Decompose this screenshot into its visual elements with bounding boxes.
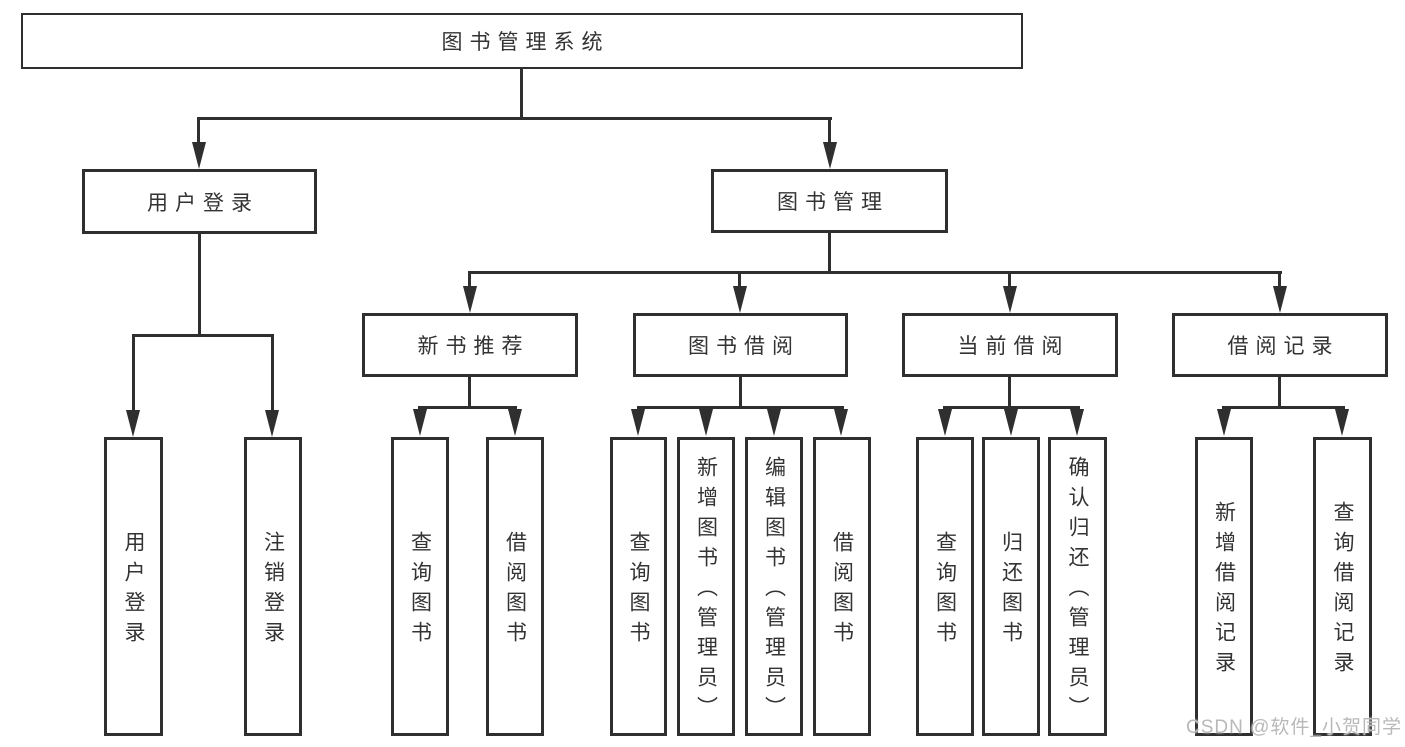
leaf-current-query-books: 查询图书 bbox=[916, 437, 974, 736]
node-label: 图书管理 bbox=[777, 191, 889, 214]
leaf-borrow-edit-book-admin: 编辑图书（管理员） bbox=[745, 437, 803, 736]
arrow-down-icon bbox=[1335, 409, 1349, 436]
leaf-records-add-record: 新增借阅记录 bbox=[1195, 437, 1253, 736]
connector-line bbox=[1008, 377, 1011, 409]
connector-line bbox=[828, 233, 831, 274]
node-book-management: 图书管理 bbox=[711, 169, 948, 233]
node-label: 当前借阅 bbox=[957, 335, 1070, 358]
arrow-down-icon bbox=[631, 409, 645, 436]
arrow-down-icon bbox=[733, 286, 747, 313]
node-user-login: 用户登录 bbox=[82, 169, 317, 234]
arrow-down-icon bbox=[413, 409, 427, 436]
node-label: 查询图书 bbox=[627, 531, 650, 651]
connector-line bbox=[271, 334, 274, 412]
leaf-newbooks-borrow-books: 借阅图书 bbox=[486, 437, 544, 736]
arrow-down-icon bbox=[508, 409, 522, 436]
arrow-down-icon bbox=[699, 409, 713, 436]
connector-line bbox=[198, 234, 201, 337]
leaf-user-login: 用户登录 bbox=[104, 437, 163, 736]
arrow-down-icon bbox=[1273, 286, 1287, 313]
node-label: 新增借阅记录 bbox=[1212, 501, 1236, 681]
node-label: 图书借阅 bbox=[688, 335, 800, 358]
leaf-logout: 注销登录 bbox=[244, 437, 302, 736]
node-label: 查询图书 bbox=[408, 531, 432, 651]
connector-line bbox=[943, 406, 1080, 409]
connector-line bbox=[468, 377, 471, 409]
csdn-watermark: CSDN @软件_小贺同学 bbox=[1186, 717, 1402, 738]
connector-line bbox=[418, 406, 517, 409]
leaf-current-confirm-return-admin: 确认归还（管理员） bbox=[1048, 437, 1107, 736]
leaf-borrow-add-book-admin: 新增图书（管理员） bbox=[677, 437, 735, 736]
arrow-down-icon bbox=[1004, 409, 1018, 436]
connector-line bbox=[132, 334, 274, 337]
arrow-down-icon bbox=[126, 410, 140, 437]
arrow-down-icon bbox=[1003, 286, 1017, 313]
connector-line bbox=[520, 69, 523, 119]
arrow-down-icon bbox=[834, 409, 848, 436]
connector-line bbox=[197, 117, 832, 120]
node-label: 归还图书 bbox=[999, 531, 1023, 651]
connector-line bbox=[468, 271, 1282, 274]
connector-line bbox=[1278, 271, 1281, 289]
connector-line bbox=[828, 117, 831, 144]
node-label: 新书推荐 bbox=[417, 335, 530, 358]
node-label: 确认归还（管理员） bbox=[1066, 456, 1089, 726]
connector-line bbox=[1222, 406, 1345, 409]
connector-line bbox=[739, 377, 742, 409]
node-label: 用户登录 bbox=[122, 531, 145, 651]
connector-line bbox=[197, 117, 200, 144]
node-label: 编辑图书（管理员） bbox=[762, 456, 786, 726]
node-new-book-recommend: 新书推荐 bbox=[362, 313, 578, 377]
leaf-records-query-record: 查询借阅记录 bbox=[1313, 437, 1372, 736]
connector-line bbox=[1008, 271, 1011, 289]
node-current-borrow: 当前借阅 bbox=[902, 313, 1118, 377]
node-label: 新增图书（管理员） bbox=[694, 456, 718, 726]
arrow-down-icon bbox=[767, 409, 781, 436]
leaf-newbooks-query-books: 查询图书 bbox=[391, 437, 449, 736]
node-label: 借阅记录 bbox=[1227, 335, 1340, 358]
connector-line bbox=[1278, 377, 1281, 409]
node-label: 查询图书 bbox=[933, 531, 957, 651]
arrow-down-icon bbox=[192, 142, 206, 169]
arrow-down-icon bbox=[1217, 409, 1231, 436]
arrow-down-icon bbox=[463, 286, 477, 313]
node-label: 查询借阅记录 bbox=[1331, 501, 1354, 681]
arrow-down-icon bbox=[265, 410, 279, 437]
node-book-borrow: 图书借阅 bbox=[633, 313, 848, 377]
arrow-down-icon bbox=[823, 142, 837, 169]
connector-line bbox=[738, 271, 741, 289]
connector-line bbox=[468, 271, 471, 289]
node-label: 借阅图书 bbox=[830, 531, 854, 651]
leaf-current-return-books: 归还图书 bbox=[982, 437, 1040, 736]
connector-line bbox=[637, 406, 844, 409]
leaf-borrow-query-books: 查询图书 bbox=[610, 437, 667, 736]
arrow-down-icon bbox=[938, 409, 952, 436]
node-label: 用户登录 bbox=[147, 191, 259, 215]
leaf-borrow-borrow-books: 借阅图书 bbox=[813, 437, 871, 736]
node-label: 图书管理系统 bbox=[441, 31, 610, 54]
node-root-library-system: 图书管理系统 bbox=[21, 13, 1023, 69]
node-borrow-records: 借阅记录 bbox=[1172, 313, 1388, 377]
connector-line bbox=[132, 334, 135, 412]
node-label: 注销登录 bbox=[261, 531, 285, 651]
node-label: 借阅图书 bbox=[503, 531, 527, 651]
arrow-down-icon bbox=[1070, 409, 1084, 436]
